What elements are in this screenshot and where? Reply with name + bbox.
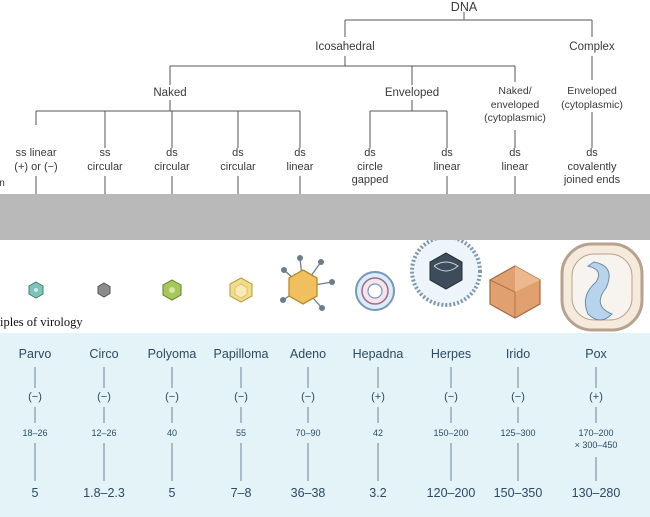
leaf-ds-circle-gapped: ds circle gapped <box>351 147 389 186</box>
family-genome: 130–280 <box>571 486 621 500</box>
family-name: Papilloma <box>213 347 269 361</box>
irido-virion-icon <box>489 265 541 319</box>
family-genome: 5 <box>168 486 176 500</box>
family-size: 70–90 <box>295 428 321 438</box>
family-genome: 120–200 <box>426 486 476 500</box>
polyoma-virion-icon <box>162 279 182 301</box>
family-size: 55 <box>235 428 247 438</box>
node-naked-enveloped: Naked/ enveloped (cytoplasmic) <box>484 85 546 124</box>
node-naked: Naked <box>153 87 187 99</box>
family-genome: 3.2 <box>369 486 387 500</box>
family-size: 12–26 <box>91 428 117 438</box>
tree-connectors <box>35 12 593 194</box>
family-name: Adeno <box>289 347 327 361</box>
family-name: Pox <box>585 347 607 361</box>
family-size: 150–200 <box>433 428 469 438</box>
node-icosahedral: Icosahedral <box>315 41 375 53</box>
family-genome: 150–350 <box>493 486 543 500</box>
family-name: Irido <box>505 347 531 361</box>
adeno-virion-icon <box>280 255 335 311</box>
family-name: Herpes <box>430 347 472 361</box>
family-name: Circo <box>89 347 119 361</box>
leaf-ds-linear-irido: ds linear <box>501 147 529 173</box>
node-dna: DNA <box>450 0 478 14</box>
family-size: 170–200 × 300–450 <box>574 428 618 450</box>
family-name: Polyoma <box>147 347 197 361</box>
leaf-ss-circular: ss circular <box>87 147 123 173</box>
family-genome: 5 <box>31 486 39 500</box>
family-table-panel <box>0 333 650 517</box>
family-genome: 36–38 <box>290 486 326 500</box>
circo-virion-icon <box>97 282 111 298</box>
family-size: 125–300 <box>500 428 536 438</box>
papilloma-virion-icon <box>229 277 253 303</box>
cropped-edge-mark: n <box>0 178 5 189</box>
figure-caption: iples of virology <box>0 315 83 329</box>
family-genome: 1.8–2.3 <box>83 486 125 500</box>
family-size: 40 <box>166 428 178 438</box>
family-sense: (+) <box>371 391 385 403</box>
virion-illustrations <box>28 240 644 332</box>
table-connectors <box>34 367 597 481</box>
family-sense: (−) <box>28 391 42 403</box>
herpes-virion-icon <box>410 240 482 307</box>
family-name: Hepadna <box>352 347 404 361</box>
node-complex: Complex <box>569 41 615 53</box>
leaf-ds-circular-papilloma: ds circular <box>220 147 256 173</box>
pox-virion-icon <box>560 242 644 332</box>
family-size: 18–26 <box>22 428 48 438</box>
leaf-ss-linear: ss linear (+) or (−) <box>14 147 58 173</box>
parvo-virion-icon <box>28 281 44 299</box>
family-genome: 7–8 <box>230 486 252 500</box>
leaf-ds-linear-adeno: ds linear <box>286 147 314 173</box>
family-sense: (−) <box>165 391 179 403</box>
leaf-ds-circular-polyoma: ds circular <box>154 147 190 173</box>
family-sense: (−) <box>97 391 111 403</box>
node-enveloped: Enveloped <box>384 87 440 99</box>
family-sense: (−) <box>511 391 525 403</box>
family-name: Parvo <box>18 347 52 361</box>
hepadna-virion-icon <box>355 271 395 311</box>
gray-band <box>0 194 650 240</box>
family-sense: (−) <box>444 391 458 403</box>
node-enveloped-cytoplasmic: Enveloped (cytoplasmic) <box>561 85 623 111</box>
leaf-ds-linear-herpes: ds linear <box>433 147 461 173</box>
family-sense: (−) <box>234 391 248 403</box>
leaf-ds-covalently-joined: ds covalently joined ends <box>563 147 621 186</box>
family-sense: (+) <box>589 391 603 403</box>
family-sense: (−) <box>301 391 315 403</box>
family-size: 42 <box>372 428 384 438</box>
